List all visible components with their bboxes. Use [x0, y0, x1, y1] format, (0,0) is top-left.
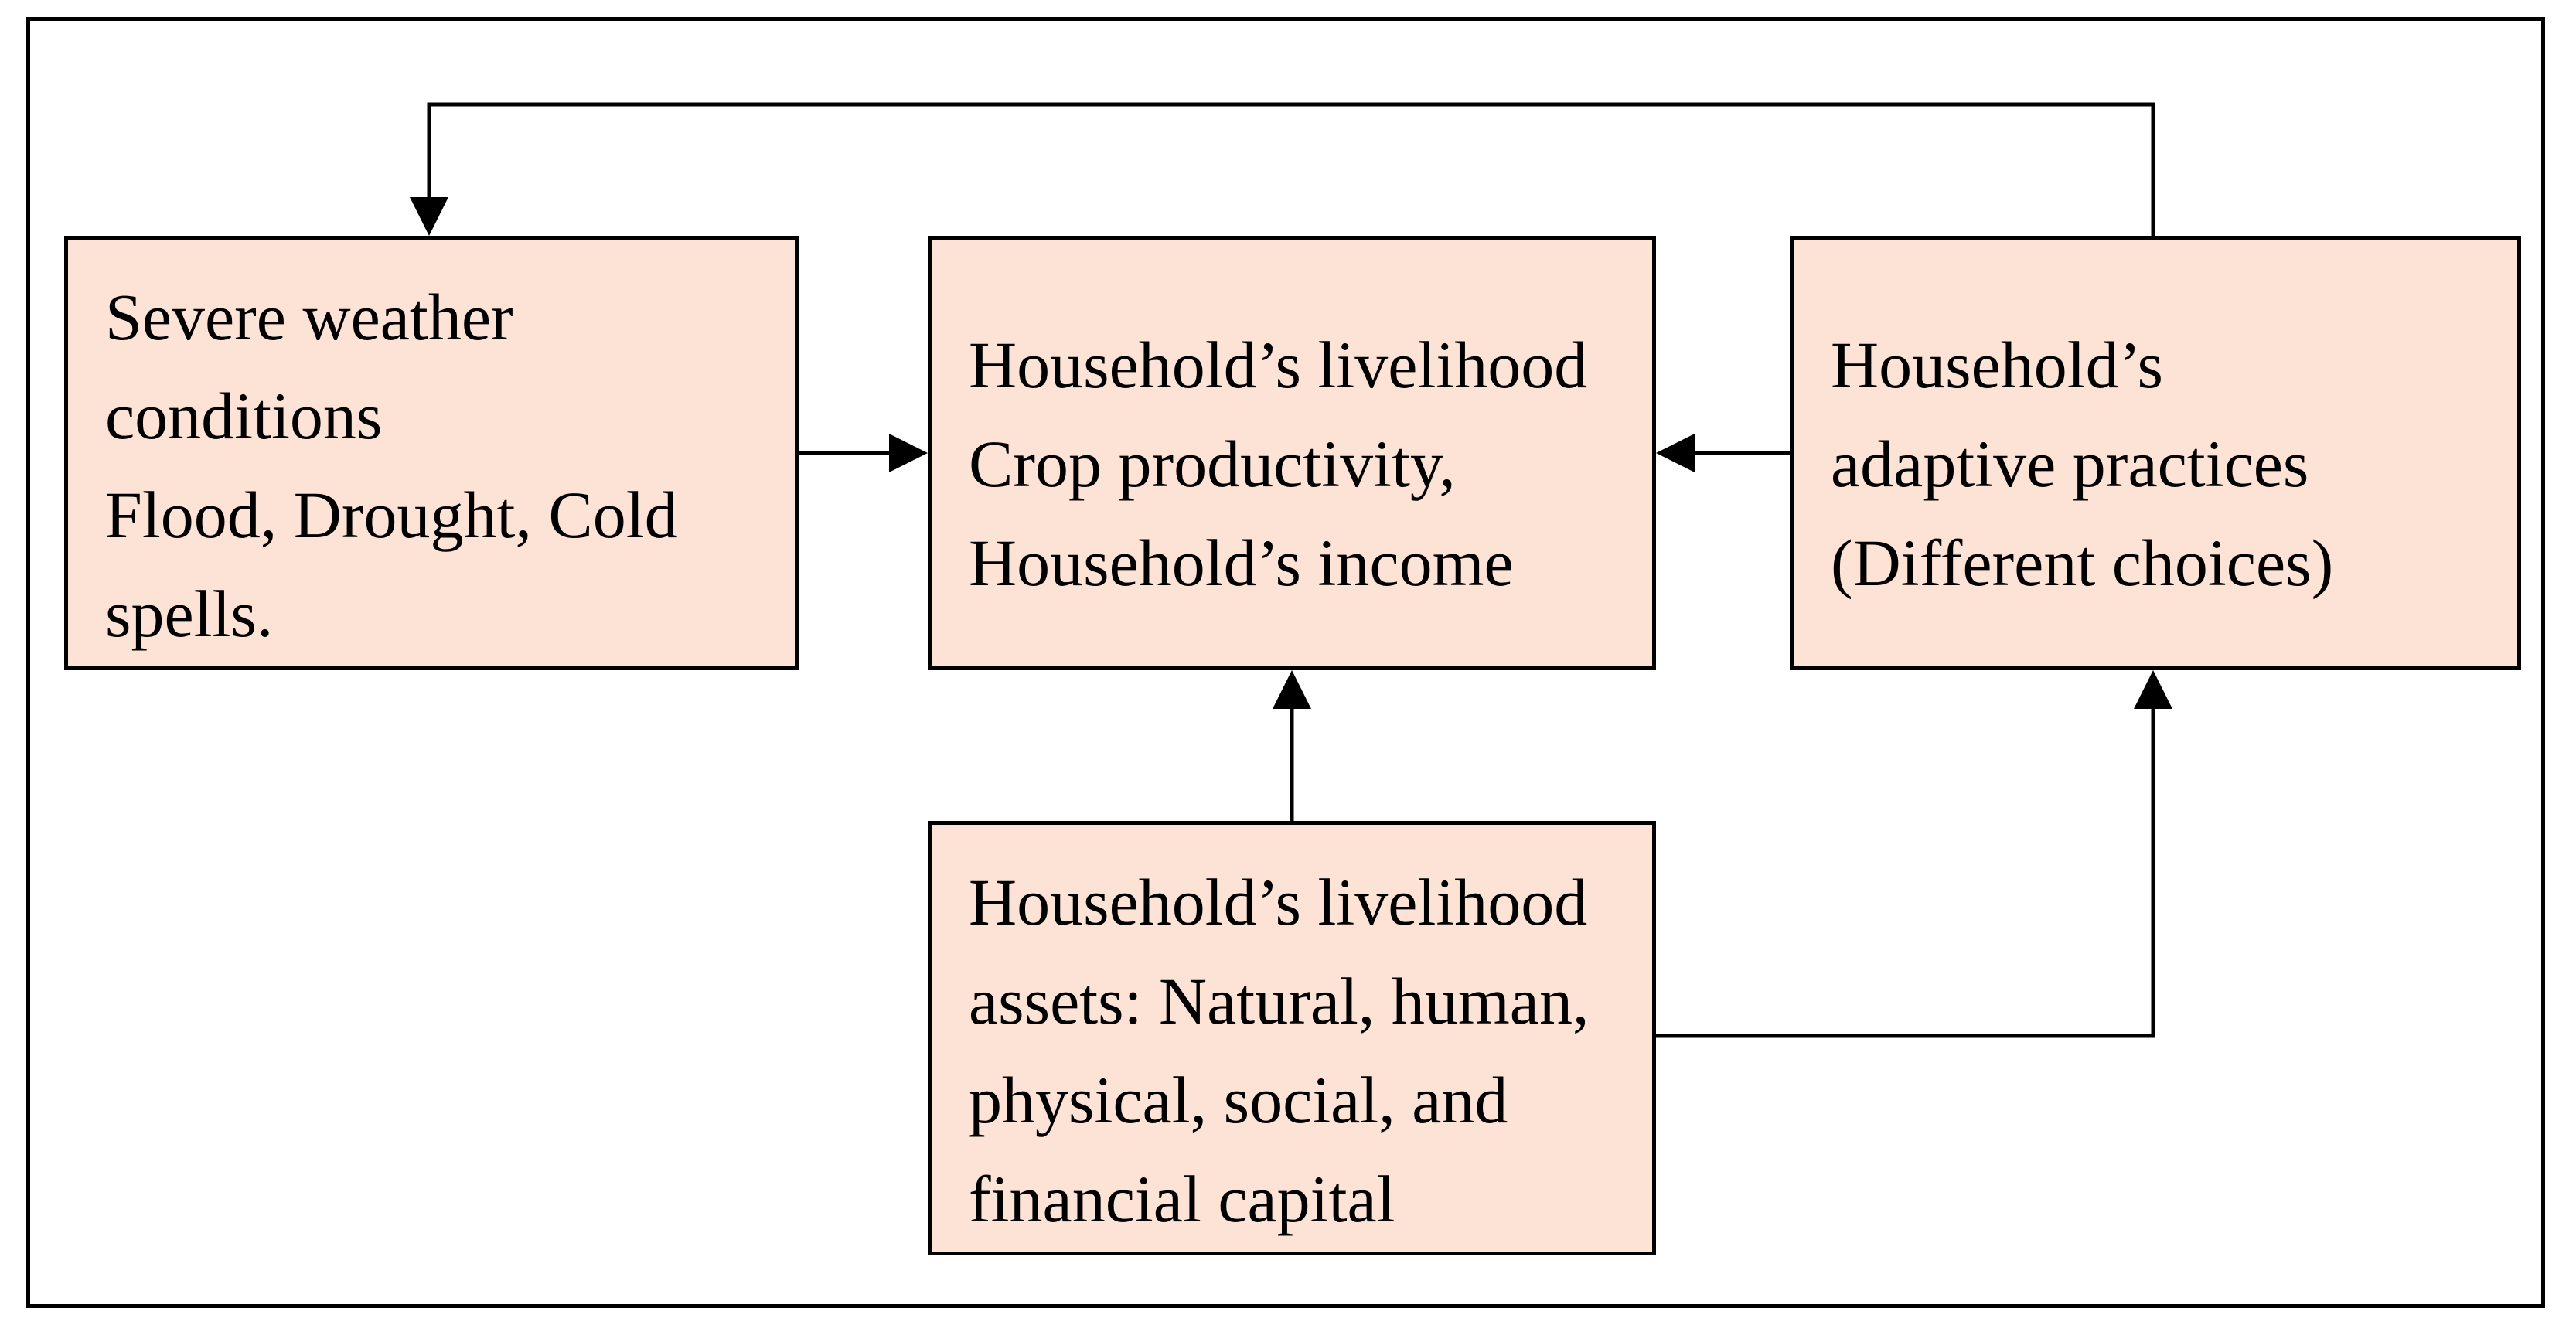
node-adaptive-practices: Household’s adaptive practices (Differen… — [1790, 236, 2521, 670]
node-text-line: Household’s livelihood — [969, 328, 1588, 402]
node-text-line: Household’s — [1831, 328, 2163, 402]
node-text-line: conditions — [105, 379, 383, 453]
node-text-line: adaptive practices — [1831, 427, 2309, 501]
node-text-line: spells. — [105, 577, 274, 651]
node-severe-weather: Severe weather conditions Flood, Drought… — [64, 236, 799, 670]
node-text-line: Severe weather — [105, 280, 513, 354]
node-household-livelihood: Household’s livelihood Crop productivity… — [928, 236, 1656, 670]
diagram-frame — [26, 17, 2545, 1308]
node-text-line: assets: Natural, human, — [969, 964, 1590, 1038]
node-text-line: financial capital — [969, 1162, 1395, 1236]
node-text-line: physical, social, and — [969, 1063, 1508, 1137]
node-text-line: (Different choices) — [1831, 526, 2334, 600]
node-text-line: Household’s income — [969, 526, 1514, 600]
node-text-line: Crop productivity, — [969, 427, 1456, 501]
node-livelihood-assets: Household’s livelihood assets: Natural, … — [928, 821, 1656, 1255]
node-text-line: Flood, Drought, Cold — [105, 478, 678, 552]
node-text-line: Household’s livelihood — [969, 865, 1588, 939]
